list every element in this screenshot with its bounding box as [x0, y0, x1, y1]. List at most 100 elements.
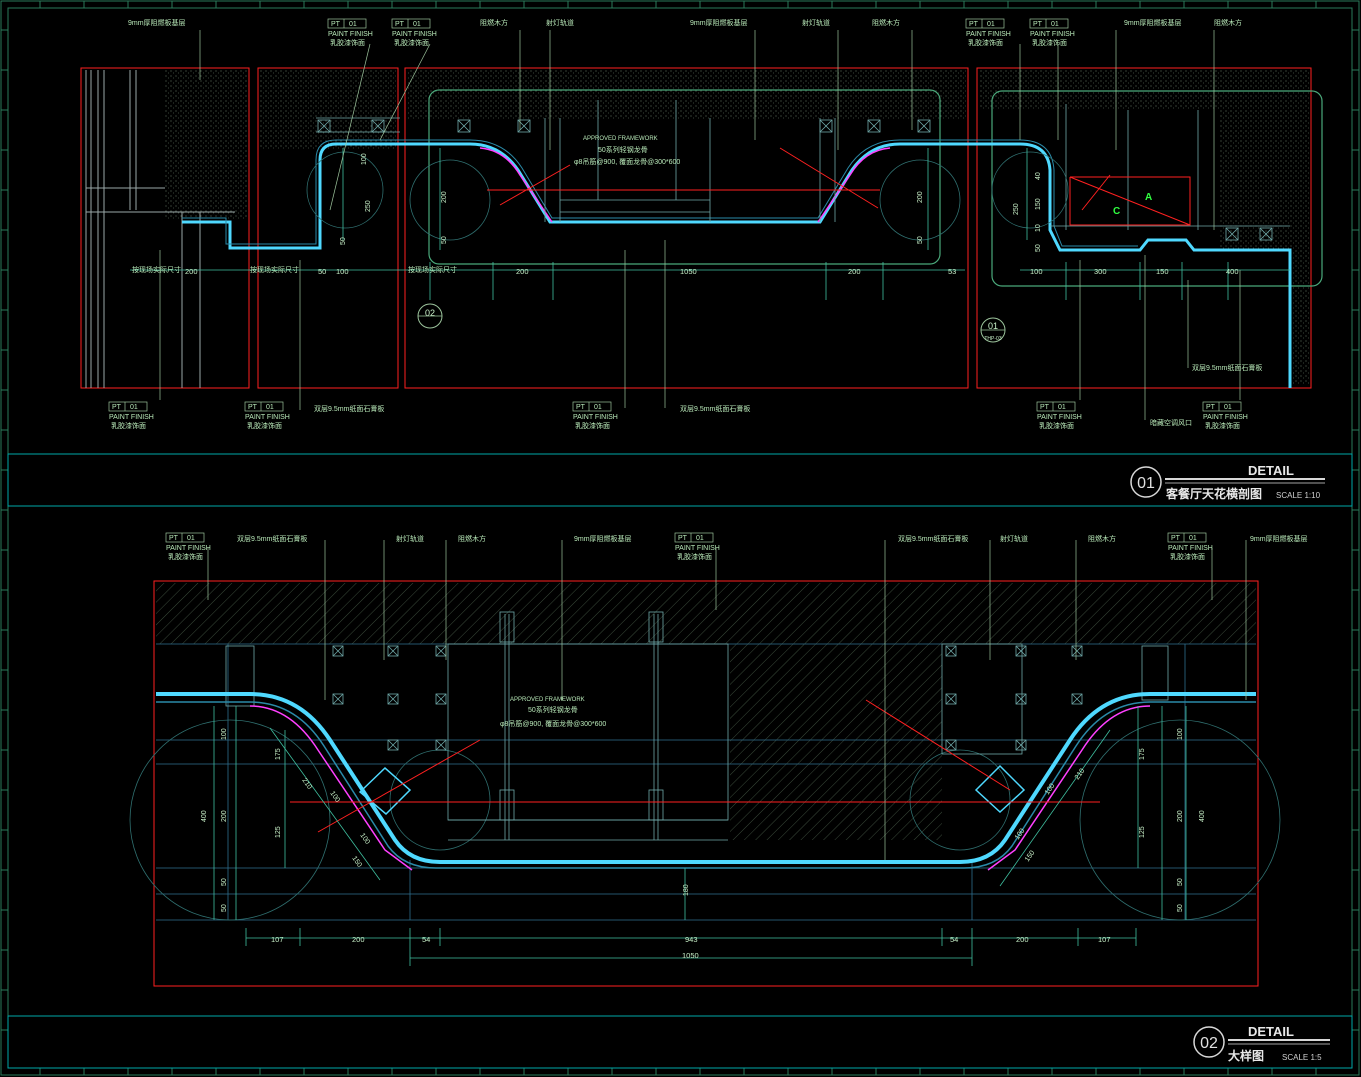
dimension-value: 50: [318, 267, 326, 276]
pt-number: 01: [987, 21, 995, 28]
framework-note-2: APPROVED FRAMEWORK 50系列轻钢龙骨 φ8吊筋@900, 覆面…: [500, 697, 606, 728]
dimension-value: 50: [340, 237, 347, 245]
detail-01-title: 客餐厅天花横剖图: [1165, 486, 1262, 501]
pt-code: PT: [395, 21, 405, 28]
dimension-value: 250: [365, 200, 372, 212]
label-gypsum: 双层9.5mm纸面石膏板: [898, 534, 968, 543]
label-timber: 阻燃木方: [872, 18, 900, 27]
dimension-value: 107: [1098, 935, 1111, 944]
label-gypsum: 双层9.5mm纸面石膏板: [314, 404, 384, 413]
paint-finish-label: PAINT FINISH: [1203, 414, 1248, 421]
dimension-value: 250: [1013, 203, 1020, 215]
paint-finish-label: PAINT FINISH: [245, 414, 290, 421]
paint-finish-cn: 乳胶漆饰面: [111, 421, 146, 430]
pt-number: 01: [594, 404, 602, 411]
label-gypsum: 双层9.5mm纸面石膏板: [680, 404, 750, 413]
dimension-value: 200: [352, 935, 365, 944]
paint-finish-label: PAINT FINISH: [1168, 545, 1213, 552]
pt-number: 01: [696, 535, 704, 542]
dimension-value: 100: [1044, 782, 1056, 796]
label-timber: 阻燃木方: [1088, 534, 1116, 543]
dimension-value: 150: [1156, 267, 1169, 276]
dimension-value: 210: [300, 777, 312, 791]
label-track: 射灯轨道: [1000, 534, 1028, 543]
svg-text:50系列轻钢龙骨: 50系列轻钢龙骨: [598, 145, 648, 154]
pt-number: 01: [187, 535, 195, 542]
dimension-value: 40: [1035, 172, 1042, 180]
dimension-value: 100: [1177, 728, 1184, 740]
detail-marker-02[interactable]: 02: [417, 303, 443, 329]
detail-marker-01[interactable]: 01 THP-03: [980, 317, 1006, 343]
paint-finish-label: PAINT FINISH: [966, 31, 1011, 38]
paint-finish-cn: 乳胶漆饰面: [1170, 552, 1205, 561]
dimension-value: 125: [1139, 826, 1146, 838]
pt-number: 01: [1189, 535, 1197, 542]
paint-finish-cn: 乳胶漆饰面: [168, 552, 203, 561]
dimension-value: 200: [441, 191, 448, 203]
dimension-value: 50: [221, 904, 228, 912]
dimension-value: 200: [185, 267, 198, 276]
dimension-value: 300: [1094, 267, 1107, 276]
paint-finish-cn: 乳胶漆饰面: [1205, 421, 1240, 430]
dimension-value: 54: [422, 935, 430, 944]
svg-text:APPROVED FRAMEWORK: APPROVED FRAMEWORK: [510, 697, 585, 703]
paint-finish-label: PAINT FINISH: [109, 414, 154, 421]
dimension-value: 150: [1035, 198, 1042, 210]
label-board-base: 9mm厚阻燃板基层: [1250, 534, 1308, 543]
svg-text:02: 02: [425, 308, 435, 318]
dimension-value: 400: [1226, 267, 1239, 276]
paint-finish-cn: 乳胶漆饰面: [394, 38, 429, 47]
label-site-size: 按现场实际尺寸: [408, 265, 457, 274]
dimension-value: 1050: [682, 951, 699, 960]
detail-02-title-block: 02 DETAIL 大样图 SCALE 1:5: [7, 1015, 1353, 1069]
label-gypsum: 双层9.5mm纸面石膏板: [1192, 363, 1262, 372]
dimension-value: 200: [848, 267, 861, 276]
label-track: 射灯轨道: [396, 534, 424, 543]
dimension-value: 100: [221, 728, 228, 740]
paint-finish-cn: 乳胶漆饰面: [575, 421, 610, 430]
dimension-value: 200: [917, 191, 924, 203]
label-track: 射灯轨道: [802, 18, 830, 27]
dimension-value: 50: [221, 878, 228, 886]
dimension-value: 100: [358, 832, 370, 846]
dimension-value: 1050: [680, 267, 697, 276]
dimension-value: 200: [516, 267, 529, 276]
label-board-base: 9mm厚阻燃板基层: [128, 18, 186, 27]
paint-finish-cn: 乳胶漆饰面: [247, 421, 282, 430]
paint-finish-label: PAINT FINISH: [166, 545, 211, 552]
detail-02-number: 02: [1200, 1035, 1218, 1052]
detail-01-heading: DETAIL: [1248, 463, 1294, 478]
dimension-value: 180: [683, 884, 690, 896]
pt-number: 01: [1051, 21, 1059, 28]
detail-02-scale: SCALE 1:5: [1282, 1053, 1322, 1062]
dimension-value: 50: [1177, 878, 1184, 886]
pt-code: PT: [248, 404, 258, 411]
tag-a: A: [1145, 192, 1152, 203]
dimension-value: 150: [1024, 849, 1036, 863]
framework-note-1: APPROVED FRAMEWORK 50系列轻钢龙骨 φ8吊筋@900, 覆面…: [574, 136, 680, 166]
pt-number: 01: [349, 21, 357, 28]
paint-finish-label: PAINT FINISH: [1037, 414, 1082, 421]
paint-finish-label: PAINT FINISH: [573, 414, 618, 421]
label-timber: 阻燃木方: [480, 18, 508, 27]
pt-code: PT: [1040, 404, 1050, 411]
dimension-value: 54: [950, 935, 958, 944]
detail-01-title-block: 01 DETAIL 客餐厅天花横剖图 SCALE 1:10: [7, 453, 1353, 507]
dimension-value: 400: [1199, 810, 1206, 822]
dimension-value: 100: [336, 267, 349, 276]
paint-finish-cn: 乳胶漆饰面: [677, 552, 712, 561]
svg-text:01: 01: [988, 321, 998, 331]
dimension-value: 125: [275, 826, 282, 838]
svg-text:APPROVED FRAMEWORK: APPROVED FRAMEWORK: [583, 136, 658, 142]
detail-01-scale: SCALE 1:10: [1276, 491, 1321, 500]
svg-text:φ8吊筋@900, 覆面龙骨@300*600: φ8吊筋@900, 覆面龙骨@300*600: [500, 719, 606, 728]
dimension-value: 107: [271, 935, 284, 944]
dimension-value: 210: [1074, 767, 1086, 781]
dimension-value: 943: [685, 935, 698, 944]
